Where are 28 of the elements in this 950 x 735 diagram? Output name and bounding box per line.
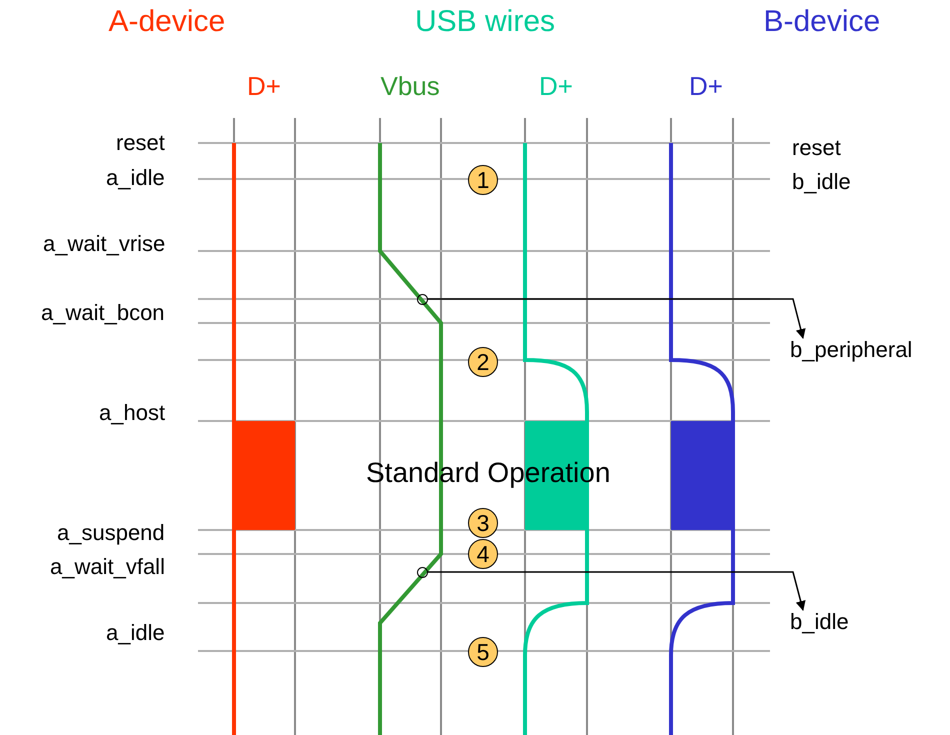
state-label: a_idle (106, 622, 165, 644)
state-label: a_wait_bcon (41, 302, 165, 324)
marker-point (416, 566, 428, 578)
signal-name: D+ (539, 73, 573, 99)
device-heading: B-device (764, 7, 880, 37)
step-number-circle: 5 (468, 637, 498, 667)
state-label: a_wait_vrise (43, 233, 166, 255)
state-label: reset (792, 137, 841, 159)
signal-name: Vbus (380, 73, 440, 99)
state-label: a_wait_vfall (50, 556, 165, 578)
state-label: reset (116, 132, 165, 154)
signal-name: D+ (689, 73, 723, 99)
arrow (428, 571, 806, 611)
device-heading: USB wires (415, 7, 556, 37)
step-number-circle: 2 (468, 347, 498, 377)
state-label: b_idle (790, 610, 849, 634)
signal-name: D+ (247, 73, 281, 99)
state-label: a_suspend (57, 522, 165, 544)
arrow (428, 298, 806, 339)
marker-point (416, 294, 428, 304)
step-number-circle: 4 (468, 539, 498, 569)
step-number-circle: 3 (468, 508, 498, 538)
device-heading: A-device (108, 7, 226, 37)
state-label: a_idle (106, 167, 165, 189)
state-label: b_peripheral (790, 338, 912, 362)
state-label: b_idle (792, 171, 851, 193)
state-label: a_host (99, 402, 166, 424)
step-number-circle: 1 (468, 165, 498, 195)
